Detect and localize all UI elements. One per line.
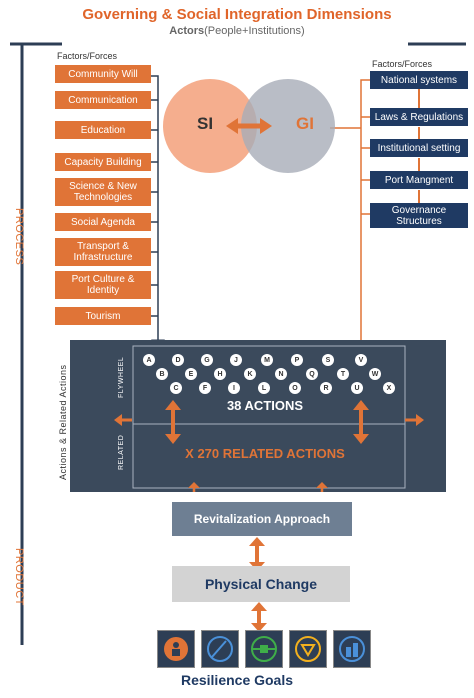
- diagram-subtitle: Actors(People+Institutions): [0, 25, 474, 37]
- factor-transport-infrastructure: Transport & Infrastructure: [55, 238, 151, 266]
- diagram-title: Governing & Social Integration Dimension…: [82, 6, 392, 23]
- factor-education: Education: [55, 121, 151, 139]
- key-w: W: [369, 368, 381, 380]
- key-r: R: [320, 382, 332, 394]
- satellite-icon: [245, 630, 283, 668]
- key-s: S: [322, 354, 334, 366]
- product-label: PRODUCT: [13, 548, 25, 606]
- key-x: X: [383, 382, 395, 394]
- key-m: M: [261, 354, 273, 366]
- key-n: N: [275, 368, 287, 380]
- factor-institutional-setting: Institutional setting: [370, 139, 468, 157]
- panel-frames: [114, 345, 424, 492]
- key-v: V: [355, 354, 367, 366]
- physical-change-box: Physical Change: [172, 566, 350, 602]
- factor-national-systems: National systems: [370, 71, 468, 89]
- actions-side-label: Actions & Related Actions: [58, 364, 68, 480]
- resilience-goals-label: Resilience Goals: [180, 672, 294, 688]
- subtitle-bold: Actors: [169, 25, 205, 37]
- left-factors-heading: Factors/Forces: [57, 51, 118, 61]
- factor-port-culture: Port Culture & Identity: [55, 271, 151, 299]
- related-actions-count: X 270 RELATED ACTIONS: [185, 446, 345, 461]
- key-i: I: [228, 382, 240, 394]
- factor-port-management: Port Mangment: [370, 171, 468, 189]
- key-k: K: [244, 368, 256, 380]
- key-t: T: [337, 368, 349, 380]
- process-label: PROCESS: [13, 208, 25, 266]
- key-a: A: [143, 354, 155, 366]
- actions-count: 38 ACTIONS: [226, 398, 304, 413]
- key-e: E: [185, 368, 197, 380]
- factor-social-agenda: Social Agenda: [55, 213, 151, 231]
- arrow-physical-goals: [251, 602, 267, 632]
- key-d: D: [172, 354, 184, 366]
- factor-laws-regulations: Laws & Regulations: [370, 108, 468, 126]
- si-label: SI: [197, 114, 214, 133]
- si-circle: [163, 79, 257, 173]
- key-h: H: [214, 368, 226, 380]
- city-icon: [333, 630, 371, 668]
- key-q: Q: [306, 368, 318, 380]
- key-j: J: [230, 354, 242, 366]
- key-b: B: [156, 368, 168, 380]
- key-c: C: [170, 382, 182, 394]
- network-icon: [289, 630, 327, 668]
- gi-circle: [241, 79, 335, 173]
- key-u: U: [351, 382, 363, 394]
- gi-label: GI: [296, 114, 314, 133]
- factor-science-technologies: Science & New Technologies: [55, 178, 151, 206]
- right-factors-heading: Factors/Forces: [372, 59, 433, 69]
- revitalization-approach-box: Revitalization Approach: [172, 502, 352, 536]
- factor-community-will: Community Will: [55, 65, 151, 83]
- key-l: L: [258, 382, 270, 394]
- factor-communication: Communication: [55, 91, 151, 109]
- key-p: P: [291, 354, 303, 366]
- people-icon: [157, 630, 195, 668]
- subtitle-rest: (People+Institutions): [204, 25, 305, 37]
- key-f: F: [199, 382, 211, 394]
- factor-tourism: Tourism: [55, 307, 151, 325]
- factor-governance-structures: Governance Structures: [370, 203, 468, 228]
- key-g: G: [201, 354, 213, 366]
- venn-diagram: [163, 79, 335, 173]
- road-icon: [201, 630, 239, 668]
- key-o: O: [289, 382, 301, 394]
- factor-capacity-building: Capacity Building: [55, 153, 151, 171]
